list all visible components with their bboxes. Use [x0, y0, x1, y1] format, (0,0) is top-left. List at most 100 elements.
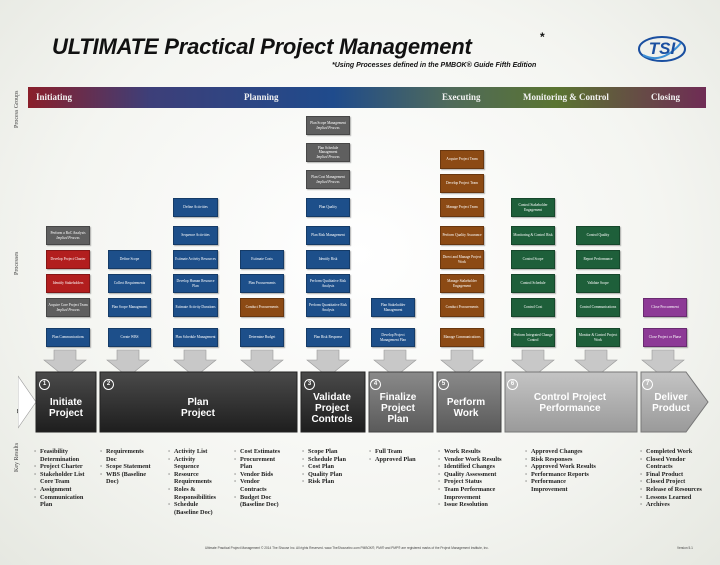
key-result-item: Archives — [640, 501, 718, 509]
process-label: Plan Risk Management — [311, 233, 345, 238]
process-label: Estimate Activity Durations — [175, 305, 216, 310]
process-col2-3: Plan Scope Management — [108, 298, 151, 317]
process-col8-1: Control Stakeholder Engagement — [511, 198, 555, 217]
key-result-item: Requirements — [100, 448, 166, 456]
process-label: Develop Project Management Plan — [379, 333, 407, 342]
key-result-item: Determination — [40, 455, 80, 463]
process-col5-6: Identify Risk — [306, 250, 350, 269]
key-result-item: Doc — [106, 455, 117, 463]
process-sublabel: Implied Process — [316, 154, 340, 159]
process-label: Close Project or Phase — [648, 335, 682, 340]
process-label: Estimate Activity Resources — [175, 257, 216, 262]
process-label: Develop Project Charter — [50, 257, 86, 262]
key-result-item: Closed Vendor — [640, 456, 718, 464]
process-label: Monitor & Control Project Work — [578, 333, 618, 342]
phase-monitoring-control: Monitoring & Control — [523, 92, 609, 102]
key-result-item: Quality Assessment — [438, 471, 518, 479]
title-asterisk: * — [540, 30, 545, 44]
process-col3-5: Estimate Activity Durations — [173, 298, 218, 317]
process-label: Sequence Activities — [181, 233, 210, 238]
key-result-item: Final Product — [640, 471, 718, 479]
key-result-item: Risk Plan — [302, 478, 364, 486]
process-label: Control Schedule — [520, 281, 546, 286]
key-result-item: Improvement — [444, 493, 481, 501]
key-result-item: Plan — [40, 501, 53, 509]
process-col8-6: Perform Integrated Change Control — [511, 328, 555, 347]
key-result-item: Project Charter — [34, 463, 104, 471]
footer-version: Version 5.1 — [677, 546, 693, 550]
process-label: Report Performance — [583, 257, 613, 262]
process-sublabel: Implied Process — [56, 235, 80, 240]
key-result-item: Budget Doc — [234, 494, 300, 502]
process-col4-4: Determine Budget — [240, 328, 284, 347]
process-label: Manage Project Team — [446, 205, 478, 210]
process-col7-5: Direct and Manage Project Work — [440, 250, 484, 269]
process-col10-2: Close Project or Phase — [643, 328, 687, 347]
process-label: Plan Procurements — [248, 281, 276, 286]
process-col1-5: Plan Communications — [46, 328, 90, 347]
key-result-item: Communication — [34, 494, 104, 502]
process-label: Manage Stakeholder Engagement — [447, 279, 477, 288]
key-result-item: Schedule Plan — [302, 456, 364, 464]
process-col9-3: Validate Scope — [576, 274, 620, 293]
key-result-item: Scope Statement — [100, 463, 166, 471]
process-label: Define Scope — [119, 257, 140, 262]
page-title: ULTIMATE Practical Project Management — [52, 34, 472, 59]
key-result-item: Stakeholder List — [34, 471, 104, 479]
process-col7-1: Acquire Project Team — [440, 150, 484, 169]
process-label: Conduct Procurements — [245, 305, 279, 310]
key-result-item: Approved Plan — [369, 456, 431, 464]
process-label: Acquire Project Team — [446, 157, 478, 162]
process-label: Create WBS — [120, 335, 139, 340]
key-result-item: Release of Resources — [640, 486, 718, 494]
process-label: Control Stakeholder Engagement — [518, 203, 548, 212]
key-result-item: Feasibility — [34, 448, 104, 456]
key-result-item: (Baseline Doc) — [240, 501, 279, 509]
step-finalize-project-plan: Finalize Project Plan — [379, 392, 417, 425]
process-col9-2: Report Performance — [576, 250, 620, 269]
process-label: Plan Stakeholder Management — [380, 303, 406, 312]
key-result-item: Activity List — [168, 448, 234, 456]
process-col3-2: Sequence Activities — [173, 226, 218, 245]
process-label: Estimate Costs — [251, 257, 273, 262]
process-sublabel: Implied Process — [316, 125, 340, 130]
key-results-c2: RequirementsDocScope StatementWBS (Basel… — [100, 448, 166, 486]
tsi-logo: TSI — [637, 35, 687, 63]
key-result-item: Vendor — [234, 478, 300, 486]
key-result-item: Completed Work — [640, 448, 718, 456]
process-col7-8: Manage Communications — [440, 328, 484, 347]
process-label: Perform Qualitative Risk Analysis — [309, 279, 347, 288]
process-label: Direct and Manage Project Work — [442, 255, 482, 264]
process-label: Control Scope — [522, 257, 544, 262]
key-result-item: Schedule — [168, 501, 234, 509]
key-result-item: Improvement — [531, 485, 568, 493]
process-col3-1: Define Activities — [173, 198, 218, 217]
process-col3-3: Estimate Activity Resources — [173, 250, 218, 269]
phase-planning: Planning — [244, 92, 279, 102]
process-col6-1: Plan Stakeholder Management — [371, 298, 415, 317]
process-label: Close Procurement — [651, 305, 679, 310]
key-results-c4: Cost EstimatesProcurementPlanVendor Bids… — [234, 448, 300, 509]
process-col4-3: Conduct Procurements — [240, 298, 284, 317]
key-result-item: Full Team — [369, 448, 431, 456]
key-result-item: Issue Resolution — [438, 501, 518, 509]
step-number-5: 5 — [438, 379, 449, 390]
process-label: Perform Quality Assurance — [442, 233, 482, 238]
key-result-item: Contracts — [240, 485, 267, 493]
key-result-item: Plan — [240, 463, 253, 471]
process-label: Monitoring & Control Risk — [513, 233, 553, 238]
key-result-item: Procurement — [234, 456, 300, 464]
key-result-item: Identified Changes — [438, 463, 518, 471]
process-label: Plan Communications — [52, 335, 84, 340]
step-initiate-project: Initiate Project — [49, 397, 83, 419]
step-validate-project-controls: Validate Project Controls — [311, 392, 353, 425]
process-col9-1: Control Quality — [576, 226, 620, 245]
process-label: Develop Human Resource Plan — [176, 279, 215, 288]
process-col5-9: Plan Risk Response — [306, 328, 350, 347]
step-box-6 — [504, 371, 638, 433]
process-col5-8: Perform Quantitative Risk Analysis — [306, 298, 350, 317]
key-result-item: Performance — [525, 478, 607, 486]
